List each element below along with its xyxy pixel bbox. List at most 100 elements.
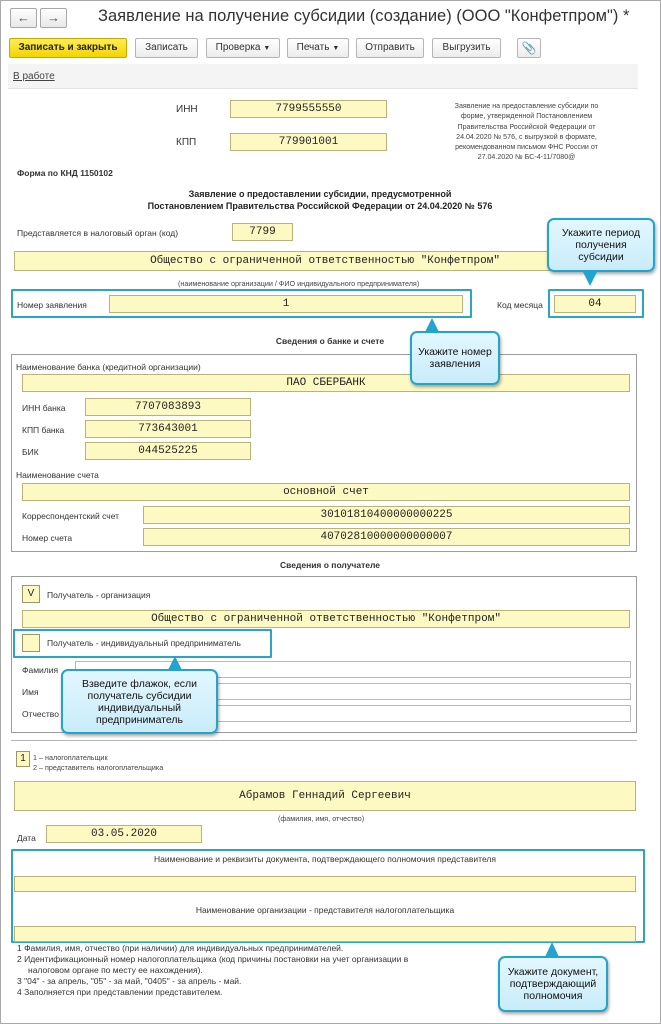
bank-kpp-field[interactable]: 773643001 bbox=[85, 420, 251, 438]
bik-label: БИК bbox=[22, 447, 39, 457]
forward-button[interactable]: → bbox=[40, 8, 67, 28]
inn-label: ИНН bbox=[176, 104, 198, 115]
footnote: 2 Идентификационный номер налогоплательщ… bbox=[17, 954, 409, 964]
bank-inn-label: ИНН банка bbox=[22, 403, 66, 413]
save-close-button[interactable]: Записать и закрыть bbox=[9, 38, 127, 58]
callout-flag: Взведите флажок, если получатель субсиди… bbox=[61, 669, 218, 734]
tax-authority-label: Представляется в налоговый орган (код) bbox=[17, 228, 179, 238]
check-button[interactable]: Проверка▼ bbox=[206, 38, 280, 58]
document-title-line: Заявление о предоставлении субсидии, пре… bbox=[188, 189, 452, 199]
form-note-line: рекомендованном письмом ФНС России от bbox=[455, 143, 598, 152]
kpp-label: КПП bbox=[176, 137, 197, 148]
recipient-org-label: Получатель - организация bbox=[47, 590, 151, 600]
callout-document: Укажите документ, подтверждающий полномо… bbox=[498, 956, 608, 1012]
surname-label: Фамилия bbox=[22, 665, 59, 675]
footnote: налоговом органе по месту ее нахождения)… bbox=[28, 965, 203, 975]
arrow-left-icon: ← bbox=[17, 10, 30, 25]
upload-button[interactable]: Выгрузить bbox=[432, 38, 501, 58]
form-area bbox=[8, 88, 638, 1018]
date-field[interactable]: 03.05.2020 bbox=[46, 825, 202, 843]
date-label: Дата bbox=[17, 833, 36, 843]
attach-button[interactable]: 📎 bbox=[517, 38, 541, 58]
footnotes: 1 Фамилия, имя, отчество (при наличии) д… bbox=[17, 943, 408, 998]
representative-org-label: Наименование организации - представителя… bbox=[195, 905, 455, 915]
divider bbox=[11, 740, 637, 741]
back-button[interactable]: ← bbox=[10, 8, 37, 28]
arrow-right-icon: → bbox=[47, 10, 60, 25]
tax-authority-field[interactable]: 7799 bbox=[232, 223, 293, 241]
form-note-line: 27.04.2020 № БС-4-11/7080@ bbox=[477, 153, 576, 162]
corr-account-label: Корреспондентский счет bbox=[22, 511, 120, 521]
window-title: Заявление на получение субсидии (создани… bbox=[98, 7, 630, 25]
representative-org-field[interactable] bbox=[14, 926, 636, 942]
recipient-group bbox=[11, 576, 637, 733]
signer-fio-caption: (фамилия, имя, отчество) bbox=[278, 814, 365, 823]
bik-field[interactable]: 044525225 bbox=[85, 442, 251, 460]
callout-period: Укажите период получения субсидии bbox=[547, 218, 655, 272]
authority-document-field[interactable] bbox=[14, 876, 636, 892]
month-code-highlight bbox=[548, 289, 644, 318]
bank-inn-field[interactable]: 7707083893 bbox=[85, 398, 251, 416]
bank-section-title: Сведения о банке и счете bbox=[275, 336, 385, 346]
first-name-label: Имя bbox=[22, 687, 39, 697]
corr-account-field[interactable]: 30101810400000000225 bbox=[143, 506, 630, 524]
footnote: 3 "04" - за апрель, "05" - за май, "0405… bbox=[17, 976, 242, 986]
month-code-field[interactable]: 04 bbox=[554, 295, 636, 313]
footnote: 1 Фамилия, имя, отчество (при наличии) д… bbox=[17, 943, 344, 953]
authority-document-label: Наименование и реквизиты документа, подт… bbox=[154, 854, 496, 864]
form-note-line: форме, утвержденной Постановлением bbox=[460, 112, 593, 121]
paperclip-icon: 📎 bbox=[521, 41, 537, 55]
chevron-down-icon: ▼ bbox=[263, 45, 271, 52]
chevron-down-icon: ▼ bbox=[332, 45, 340, 52]
patronymic-label: Отчество bbox=[22, 709, 59, 719]
form-code: Форма по КНД 1150102 bbox=[17, 168, 113, 178]
representative-highlight bbox=[11, 849, 645, 943]
signer-type-option: 2 – представитель налогоплательщика bbox=[33, 763, 164, 772]
bank-name-label: Наименование банка (кредитной организаци… bbox=[16, 362, 201, 372]
bank-kpp-label: КПП банка bbox=[22, 425, 65, 435]
bank-name-field[interactable]: ПАО СБЕРБАНК bbox=[22, 374, 630, 392]
recipient-section-title: Сведения о получателе bbox=[279, 560, 381, 570]
callout-number: Укажите номер заявления bbox=[410, 331, 500, 385]
account-name-label: Наименование счета bbox=[16, 470, 99, 480]
organization-name-field[interactable]: Общество с ограниченной ответственностью… bbox=[14, 251, 636, 271]
application-number-label: Номер заявления bbox=[17, 300, 87, 310]
print-button[interactable]: Печать▼ bbox=[287, 38, 349, 58]
form-note: Заявление на предоставление субсидии по … bbox=[424, 101, 629, 163]
document-title-line: Постановлением Правительства Российской … bbox=[147, 201, 493, 211]
kpp-field[interactable]: 779901001 bbox=[230, 133, 387, 151]
signer-type-field[interactable]: 1 bbox=[16, 751, 30, 767]
check-label: Проверка bbox=[215, 42, 261, 53]
organization-caption: (наименование организации / ФИО индивиду… bbox=[178, 279, 420, 288]
footnote: 4 Заполняется при представлении представ… bbox=[17, 987, 223, 997]
save-button[interactable]: Записать bbox=[135, 38, 198, 58]
in-work-link[interactable]: В работе bbox=[13, 71, 55, 82]
signer-type-option: 1 – налогоплательщик bbox=[33, 753, 108, 762]
application-number-highlight bbox=[11, 289, 472, 318]
recipient-ip-checkbox[interactable] bbox=[22, 634, 40, 652]
print-label: Печать bbox=[296, 42, 330, 53]
bank-group bbox=[11, 354, 637, 552]
form-note-line: Правительства Российской Федерации от bbox=[457, 122, 596, 131]
inn-field[interactable]: 7799555550 bbox=[230, 100, 387, 118]
signer-fio-field[interactable]: Абрамов Геннадий Сергеевич bbox=[14, 781, 636, 811]
send-button[interactable]: Отправить bbox=[356, 38, 424, 58]
account-number-label: Номер счета bbox=[22, 533, 73, 543]
recipient-org-checkbox[interactable]: V bbox=[22, 585, 40, 603]
ip-checkbox-highlight bbox=[13, 629, 272, 658]
form-note-line: Заявление на предоставление субсидии по bbox=[454, 102, 599, 110]
form-note-line: 24.04.2020 № 576, с выгрузкой в формате, bbox=[456, 132, 597, 141]
recipient-ip-label: Получатель - индивидуальный предпринимат… bbox=[47, 638, 241, 648]
application-number-field[interactable]: 1 bbox=[109, 295, 463, 313]
document-title: Заявление о предоставлении субсидии, пре… bbox=[100, 188, 540, 212]
status-bar bbox=[8, 64, 638, 88]
callout-period-pointer bbox=[582, 270, 598, 286]
recipient-org-field[interactable]: Общество с ограниченной ответственностью… bbox=[22, 610, 630, 628]
callout-flag-pointer bbox=[168, 656, 182, 670]
month-code-label: Код месяца bbox=[497, 300, 543, 310]
account-number-field[interactable]: 40702810000000000007 bbox=[143, 528, 630, 546]
callout-document-pointer bbox=[545, 942, 559, 957]
signer-type-legend: 1 – налогоплательщик 2 – представитель н… bbox=[33, 753, 163, 773]
account-name-field[interactable]: основной счет bbox=[22, 483, 630, 501]
callout-number-pointer bbox=[425, 318, 439, 332]
